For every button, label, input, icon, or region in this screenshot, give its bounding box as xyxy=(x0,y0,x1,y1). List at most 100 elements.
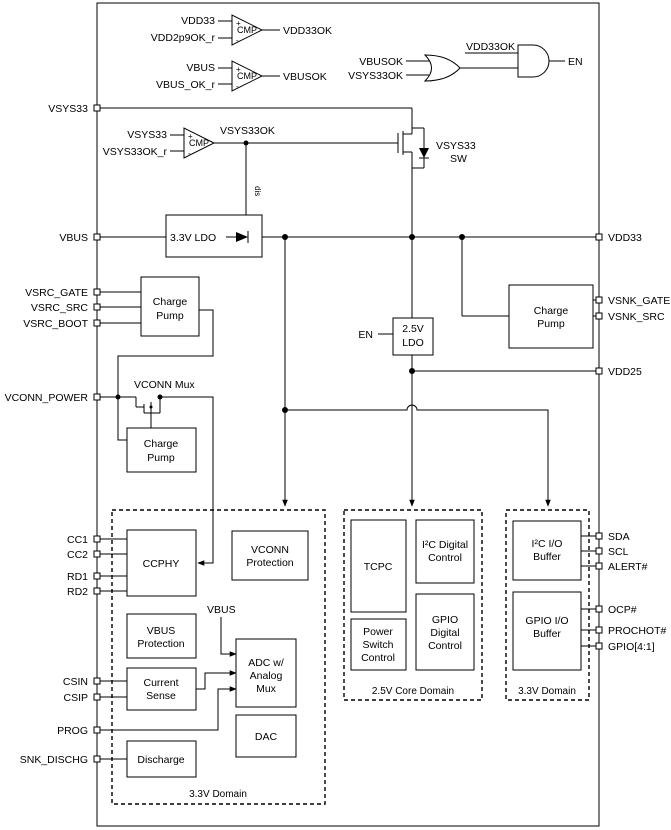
svg-text:Charge: Charge xyxy=(153,296,188,308)
pin-vdd25: VDD25 xyxy=(608,366,642,378)
vdd33-label: VDD33 xyxy=(181,15,215,27)
left-pin-labels: VSYS33 VBUS VSRC_GATE VSRC_SRC VSRC_BOOT… xyxy=(5,103,89,766)
vsys33ok-r-label: VSYS33OK_r xyxy=(103,146,168,158)
charge-pump-sink: Charge Pump xyxy=(508,284,594,349)
svg-text:CMP: CMP xyxy=(189,138,209,148)
pin-snk-dischg: SNK_DISCHG xyxy=(20,754,88,766)
domain-right-3v3 xyxy=(505,509,590,701)
svg-text:3.3V Domain: 3.3V Domain xyxy=(518,686,576,697)
svg-text:TCPC: TCPC xyxy=(364,561,393,573)
svg-text:Pump: Pump xyxy=(156,310,184,322)
svg-text:Discharge: Discharge xyxy=(137,754,184,766)
pin-vsrc-boot: VSRC_BOOT xyxy=(23,318,88,330)
svg-text:Buffer: Buffer xyxy=(533,551,561,563)
current-sense-block: Current Sense xyxy=(126,667,197,711)
svg-text:Pump: Pump xyxy=(537,318,565,330)
pin-cc1: CC1 xyxy=(67,534,88,546)
or-in-vsys33ok: VSYS33OK xyxy=(348,70,403,82)
ldo25-en-label: EN xyxy=(358,329,373,341)
vbusok-label: VBUSOK xyxy=(283,71,327,83)
svg-text:Charge: Charge xyxy=(144,438,179,450)
svg-text:CMP: CMP xyxy=(237,71,257,81)
vbus-cmp-label: VBUS xyxy=(186,62,215,74)
dac-block: DAC xyxy=(235,714,297,758)
svg-text:DAC: DAC xyxy=(255,731,278,743)
pin-prog: PROG xyxy=(57,725,88,737)
pin-vsys33: VSYS33 xyxy=(48,103,88,115)
pin-squares xyxy=(93,104,603,763)
svg-text:Buffer: Buffer xyxy=(533,628,561,640)
svg-text:Control: Control xyxy=(361,652,395,664)
vbus-ok-r-label: VBUS_OK_r xyxy=(156,79,215,91)
svg-text:2.5V Core Domain: 2.5V Core Domain xyxy=(372,686,454,697)
svg-text:Analog: Analog xyxy=(250,670,283,682)
pin-alert: ALERT# xyxy=(608,561,648,573)
svg-text:2.5V: 2.5V xyxy=(402,323,424,335)
svg-text:Protection: Protection xyxy=(137,638,184,650)
vdd2p9ok-r-label: VDD2p9OK_r xyxy=(151,32,216,44)
svg-text:Mux: Mux xyxy=(256,683,277,695)
pin-sda: SDA xyxy=(608,531,630,543)
svg-text:GPIO I/O: GPIO I/O xyxy=(525,615,568,627)
gpio-io-buffer-block: GPIO I/O Buffer xyxy=(512,591,582,671)
i2c-io-buffer-block: I²C I/O Buffer xyxy=(512,520,582,581)
svg-text:VSYS33: VSYS33 xyxy=(436,140,476,152)
comparator-vdd33: + - CMP VDD33 VDD2p9OK_r VDD33OK xyxy=(151,14,332,46)
svg-text:-: - xyxy=(236,36,239,45)
svg-text:-: - xyxy=(236,82,239,91)
svg-text:-: - xyxy=(188,149,191,158)
and-gate: VDD33OK EN xyxy=(465,41,583,78)
svg-text:I²C Digital: I²C Digital xyxy=(422,539,468,551)
comparator-vsys33: + - CMP VSYS33 VSYS33OK_r VSYS33OK xyxy=(103,125,275,159)
adc-vbus-label: VBUS xyxy=(207,604,236,616)
pin-gpio: GPIO[4:1] xyxy=(608,641,655,653)
ldo-2v5: 2.5V LDO xyxy=(392,317,434,356)
pin-cc2: CC2 xyxy=(67,549,88,561)
svg-text:Control: Control xyxy=(428,640,462,652)
power-switch-control-block: Power Switch Control xyxy=(350,618,407,671)
svg-text:I²C I/O: I²C I/O xyxy=(532,538,563,550)
discharge-block: Discharge xyxy=(126,740,197,778)
svg-text:Switch: Switch xyxy=(363,639,394,651)
svg-text:GPIO: GPIO xyxy=(432,614,458,626)
vconn-protection-block: VCONN Protection xyxy=(231,530,309,581)
svg-text:Sense: Sense xyxy=(146,690,176,702)
domain-left-3v3 xyxy=(111,509,326,805)
pin-ocp: OCP# xyxy=(608,604,637,616)
i2c-digital-control-block: I²C Digital Control xyxy=(415,519,475,584)
svg-text:CCPHY: CCPHY xyxy=(143,558,180,570)
svg-text:VCONN: VCONN xyxy=(251,544,289,556)
pin-rd2: RD2 xyxy=(67,586,88,598)
pin-csip: CSIP xyxy=(63,692,88,704)
adc-block: ADC w/ Analog Mux xyxy=(235,638,297,708)
svg-text:Control: Control xyxy=(428,552,462,564)
vconn-mux-label: VCONN Mux xyxy=(134,379,195,391)
svg-text:Protection: Protection xyxy=(246,557,293,569)
svg-text:3.3V LDO: 3.3V LDO xyxy=(170,232,216,244)
svg-text:Pump: Pump xyxy=(147,452,175,464)
svg-text:Current: Current xyxy=(143,677,178,689)
svg-text:Charge: Charge xyxy=(534,305,569,317)
chip-boundary xyxy=(96,2,600,827)
svg-text:+: + xyxy=(236,65,241,74)
vsys33-cmp-label: VSYS33 xyxy=(127,129,167,141)
pin-vsnk-src: VSNK_SRC xyxy=(608,311,665,323)
charge-pump-vconn: Charge Pump xyxy=(126,427,197,473)
ldo-3v3: 3.3V LDO xyxy=(165,214,263,258)
or-in-vbusok: VBUSOK xyxy=(359,56,403,68)
svg-text:SW: SW xyxy=(450,153,467,165)
and-in-vdd33ok: VDD33OK xyxy=(466,41,515,53)
ccphy-block: CCPHY xyxy=(126,529,197,597)
svg-text:+: + xyxy=(236,19,241,28)
pin-rd1: RD1 xyxy=(67,571,88,583)
or-gate: VBUSOK VSYS33OK xyxy=(348,54,518,82)
tcpc-block: TCPC xyxy=(350,519,407,613)
comparator-vbus: + - CMP VBUS VBUS_OK_r VBUSOK xyxy=(156,60,327,92)
pin-scl: SCL xyxy=(608,546,629,558)
pin-vbus: VBUS xyxy=(59,232,88,244)
right-pin-labels: VDD33 VSNK_GATE VSNK_SRC VDD25 SDA SCL A… xyxy=(608,232,670,653)
pin-vsnk-gate: VSNK_GATE xyxy=(608,295,670,307)
vsys33ok-label: VSYS33OK xyxy=(220,125,275,137)
pin-prochot: PROCHOT# xyxy=(608,625,667,637)
